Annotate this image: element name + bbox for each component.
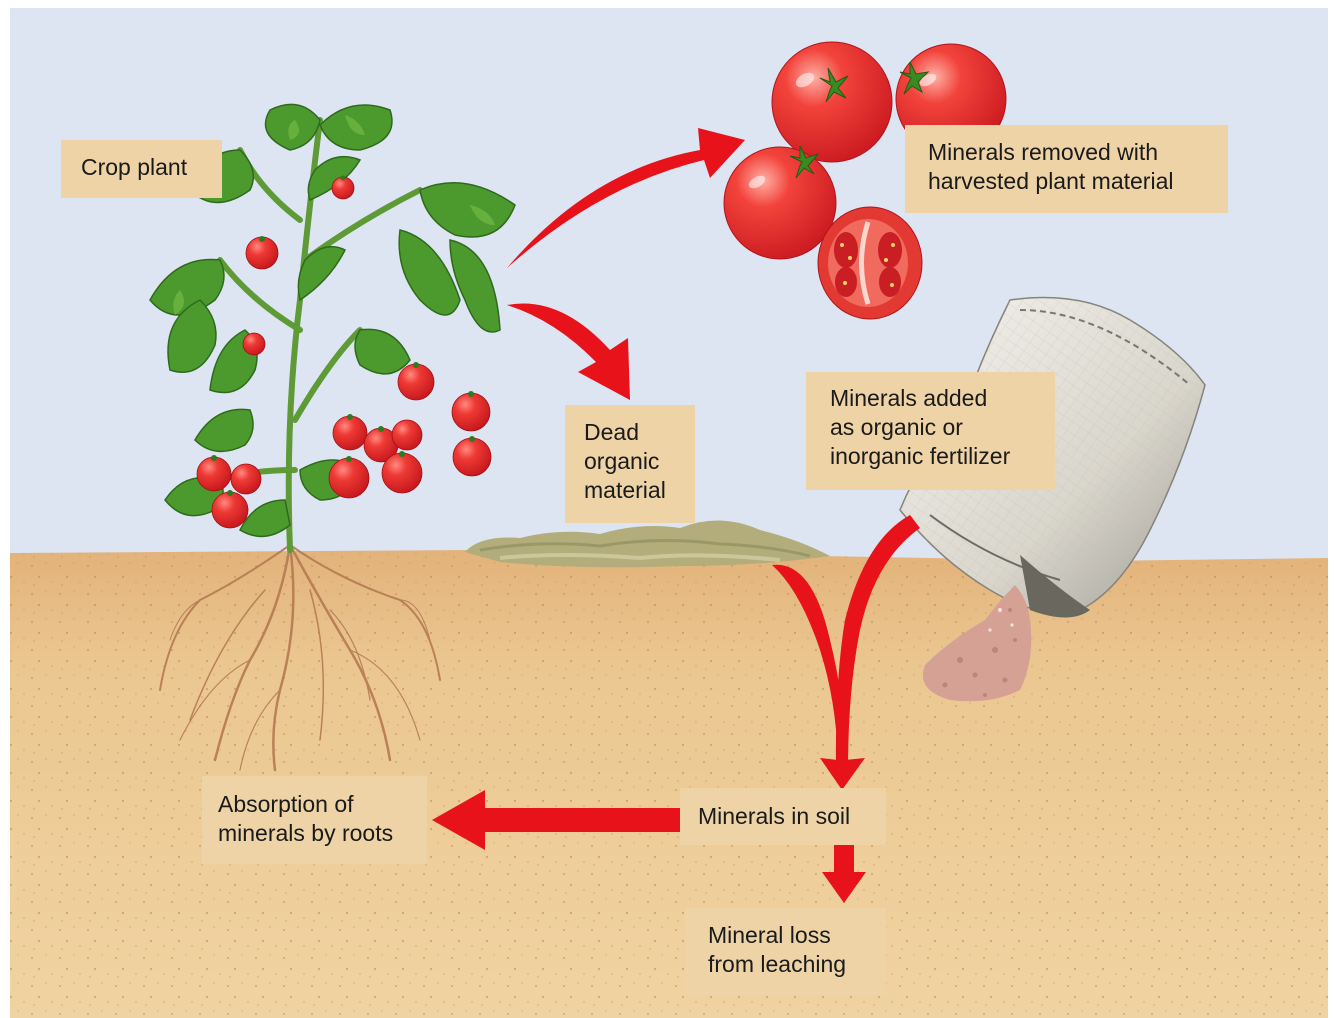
label-minerals-added: Minerals added as organic or inorganic f… — [806, 372, 1055, 490]
label-mineral-loss: Mineral loss from leaching — [685, 908, 886, 996]
label-absorption-line-2: minerals by roots — [218, 819, 427, 848]
label-dead-organic-line-2: organic — [584, 447, 695, 476]
label-absorption: Absorption of minerals by roots — [202, 776, 427, 864]
label-minerals-in-soil: Minerals in soil — [680, 788, 886, 845]
label-minerals-removed-line-2: harvested plant material — [928, 167, 1228, 196]
label-dead-organic-line-1: Dead — [584, 418, 695, 447]
label-mineral-loss-line-2: from leaching — [708, 950, 886, 979]
label-minerals-removed-line-1: Minerals removed with — [928, 138, 1228, 167]
label-dead-organic-material: Dead organic material — [565, 405, 695, 523]
label-crop-plant: Crop plant — [61, 140, 222, 198]
label-absorption-line-1: Absorption of — [218, 790, 427, 819]
label-minerals-added-line-1: Minerals added — [830, 384, 1055, 413]
label-minerals-removed: Minerals removed with harvested plant ma… — [905, 125, 1228, 213]
label-dead-organic-line-3: material — [584, 476, 695, 505]
label-minerals-in-soil-text: Minerals in soil — [698, 802, 886, 831]
label-minerals-added-line-2: as organic or — [830, 413, 1055, 442]
label-mineral-loss-line-1: Mineral loss — [708, 921, 886, 950]
label-minerals-added-line-3: inorganic fertilizer — [830, 442, 1055, 471]
label-crop-plant-text: Crop plant — [81, 153, 222, 182]
